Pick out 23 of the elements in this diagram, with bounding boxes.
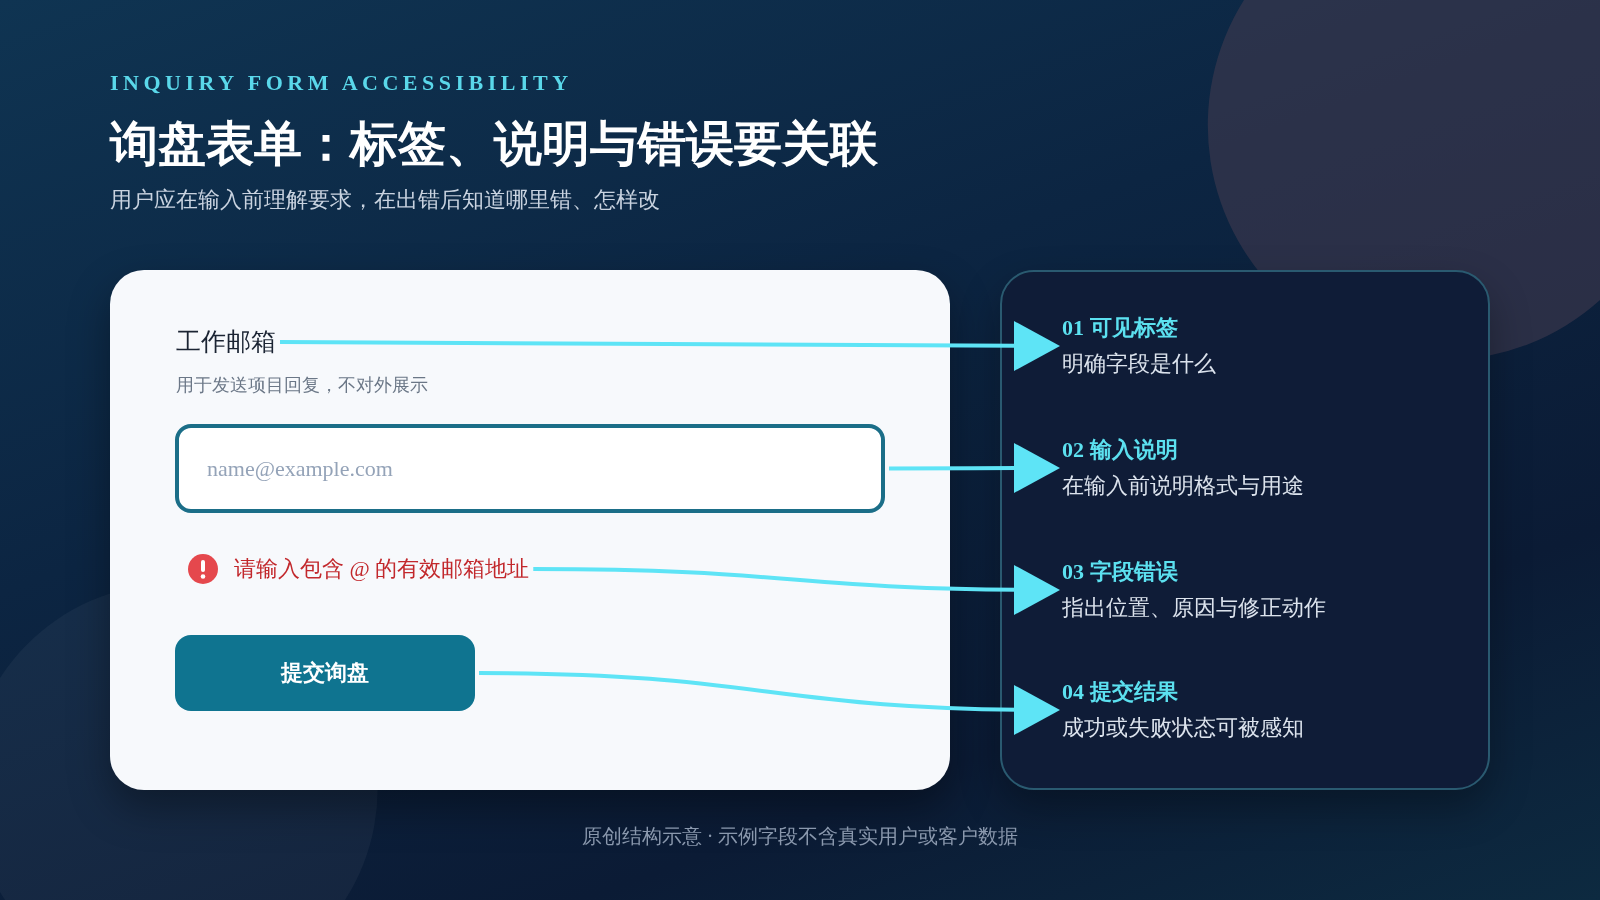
annotation-heading: 04 提交结果 [1062,678,1179,706]
annotation-description: 成功或失败状态可被感知 [1062,714,1304,742]
annotation-panel [1000,270,1490,790]
page-title: 询盘表单：标签、说明与错误要关联 [110,116,878,172]
annotation-description: 指出位置、原因与修正动作 [1062,594,1326,622]
subtitle: 用户应在输入前理解要求，在出错后知道哪里错、怎样改 [110,186,660,214]
form-card [110,270,950,790]
arrow [478,671,1060,735]
footnote: 原创结构示意 · 示例字段不含真实用户或客户数据 [581,824,1019,849]
annotation-description: 明确字段是什么 [1062,350,1216,378]
annotation-heading: 01 可见标签 [1062,314,1179,342]
arrow [889,443,1060,493]
arrow [533,564,1060,615]
annotation-heading: 03 字段错误 [1062,558,1179,586]
annotation-description: 在输入前说明格式与用途 [1062,472,1304,500]
arrow [280,320,1060,371]
annotation-heading: 02 输入说明 [1062,436,1179,464]
field-label: 工作邮箱 [176,326,276,358]
error-message: 请输入包含 @ 的有效邮箱地址 [234,555,530,583]
eyebrow-heading: INQUIRY FORM ACCESSIBILITY [110,69,573,97]
submit-button: 提交询盘 [175,635,475,711]
helper-text: 用于发送项目回复，不对外展示 [176,374,428,397]
email-input-field: name@example.com [175,424,885,513]
